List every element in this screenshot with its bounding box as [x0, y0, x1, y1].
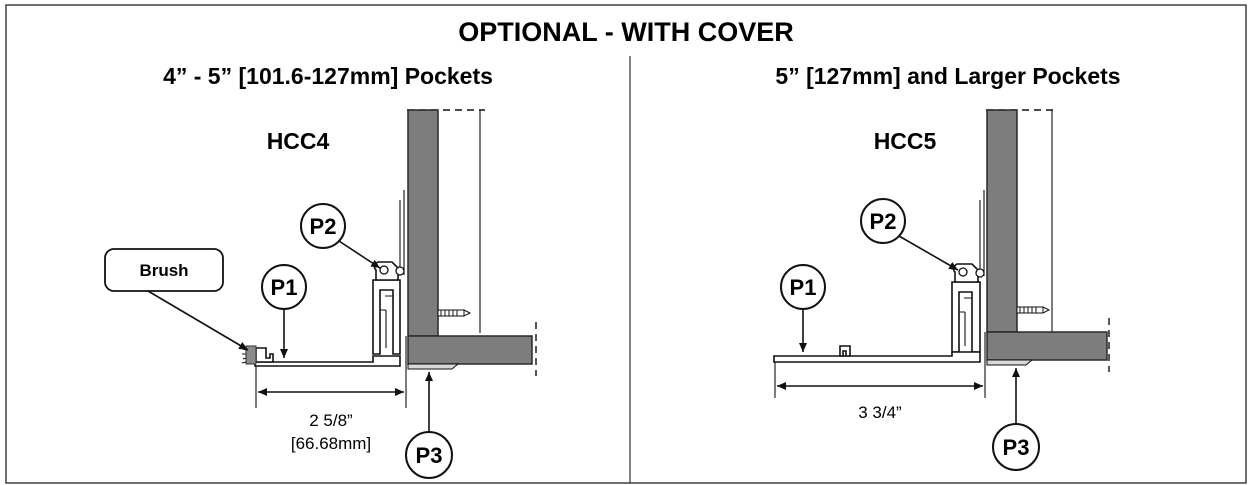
right-p2-leader [898, 235, 959, 271]
right-p2-callout [860, 198, 906, 244]
brush-leader [147, 290, 249, 351]
left-detail: HCC4 [104, 109, 537, 479]
right-p2-label: P2 [870, 209, 897, 234]
left-dim-imperial: 2 5/8” [309, 411, 353, 430]
left-stud [407, 109, 439, 337]
left-screw [437, 309, 472, 317]
brush-label-box [104, 248, 224, 292]
left-p2-leader [338, 240, 381, 269]
outer-border [5, 4, 1247, 484]
left-p2-callout [300, 203, 346, 249]
right-p1-label: P1 [790, 275, 817, 300]
right-dim-imperial: 3 3/4” [858, 403, 902, 422]
left-p3-label: P3 [416, 443, 443, 468]
left-dim-metric: [66.68mm] [291, 434, 371, 453]
left-profile [241, 190, 460, 370]
main-title: OPTIONAL - WITH COVER [458, 17, 794, 47]
left-model-label: HCC4 [267, 128, 330, 154]
right-p3-label: P3 [1003, 435, 1030, 460]
brush-label: Brush [139, 261, 188, 280]
left-heading: 4” - 5” [101.6-127mm] Pockets [163, 63, 493, 89]
right-model-label: HCC5 [874, 128, 937, 154]
right-detail: HCC5 [773, 109, 1110, 471]
right-stud [986, 109, 1018, 333]
left-p2-label: P2 [310, 214, 337, 239]
left-p1-label: P1 [271, 275, 298, 300]
right-jamb [986, 331, 1108, 361]
right-screw [1016, 306, 1051, 314]
left-jamb [407, 335, 533, 365]
right-heading: 5” [127mm] and Larger Pockets [775, 63, 1120, 89]
